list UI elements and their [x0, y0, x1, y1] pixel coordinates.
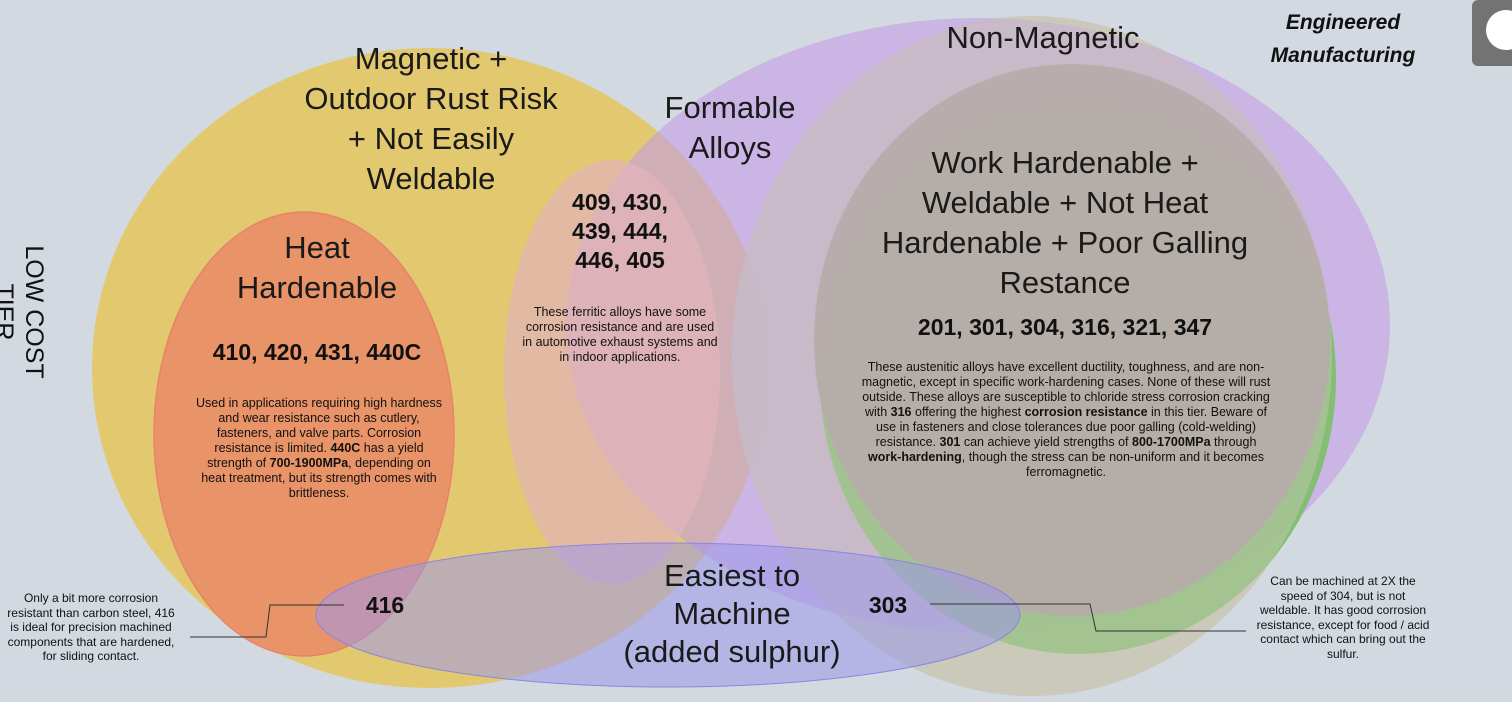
brand-line-2: Manufacturing	[1270, 44, 1416, 67]
heat-hardenable-grades: 410, 420, 431, 440C	[212, 339, 422, 365]
left-leader-line	[190, 604, 344, 638]
right-leader-line	[930, 603, 1246, 632]
callout-416-note: Only a bit more corrosion resistant than…	[7, 591, 175, 663]
work-hardenable-description: These austenitic alloys have excellent d…	[861, 360, 1271, 479]
brand-line-1: Engineered	[1285, 11, 1401, 34]
work-hardenable-grades: 201, 301, 304, 316, 321, 347	[917, 314, 1213, 340]
formable-alloys-ellipse	[504, 160, 720, 584]
callout-303-note: Can be machined at 2X the speed of 304, …	[1256, 574, 1430, 661]
formable-grades: 409, 430, 439, 444, 446, 405	[572, 189, 668, 273]
machinable-title: Easiest to Machine (added sulphur)	[623, 558, 841, 669]
work-hardenable-title: Work Hardenable + Weldable + Not Heat Ha…	[881, 145, 1249, 300]
magnetic-title: Magnetic + Outdoor Rust Risk + Not Easil…	[304, 41, 558, 196]
heat-hardenable-description: Used in applications requiring high hard…	[196, 396, 442, 500]
tier-label: LOW COST TIER	[0, 245, 48, 379]
formable-description: These ferritic alloys have some corrosio…	[522, 305, 718, 364]
non-magnetic-title: Non-Magnetic	[946, 20, 1140, 55]
brand-logo-icon	[1472, 0, 1512, 66]
work-hardenable-ellipse	[814, 64, 1330, 616]
heat-hardenable-ellipse	[153, 211, 455, 657]
machinable-ellipse	[315, 542, 1021, 688]
heat-hardenable-title: Heat Hardenable	[236, 230, 398, 305]
callout-416-grade: 416	[365, 592, 405, 618]
formable-title: Formable Alloys	[664, 90, 796, 165]
brand-logo-text: Engineered Manufacturing	[1238, 6, 1448, 72]
callout-303-grade: 303	[868, 592, 908, 618]
